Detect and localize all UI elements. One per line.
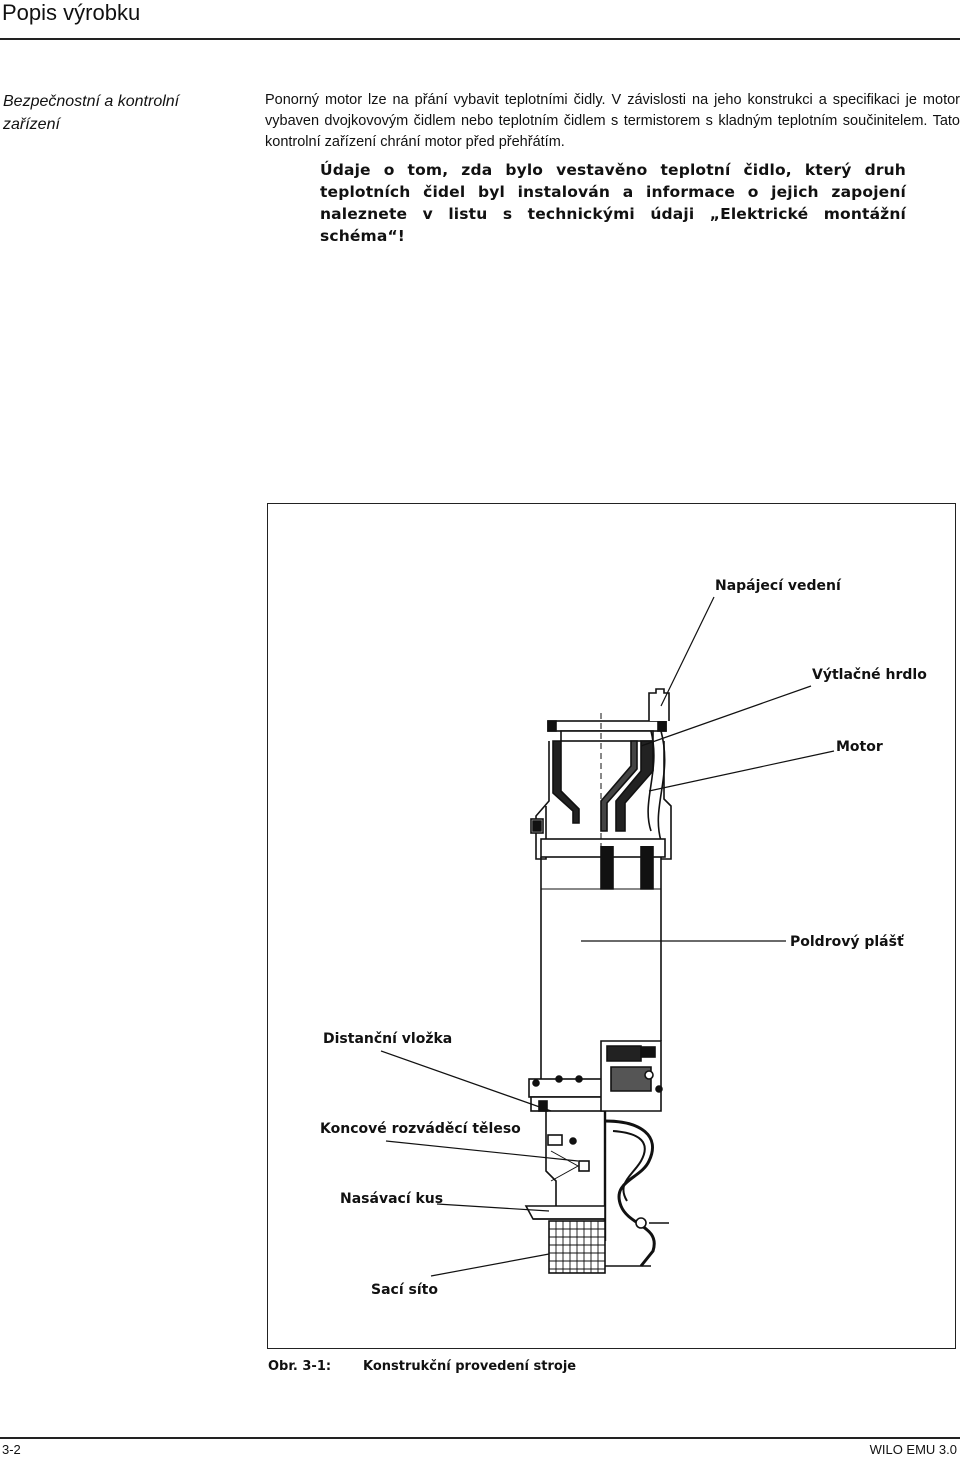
discharge-section — [530, 688, 672, 891]
document-id: WILO EMU 3.0 — [869, 1442, 957, 1457]
label-supply-line: Napájecí vedení — [715, 578, 841, 594]
label-motor-housing: Poldrový plášť — [790, 934, 904, 950]
pump-figure: Napájecí vedení Výtlačné hrdlo Motor Pol… — [267, 503, 956, 1349]
header-divider — [0, 38, 960, 40]
figure-caption-number: Obr. 3-1: — [268, 1359, 332, 1374]
motor-body — [540, 857, 662, 1091]
label-suction-piece: Nasávací kus — [340, 1191, 444, 1207]
page-number: 3-2 — [2, 1442, 21, 1457]
hydraulic-section — [524, 1040, 669, 1274]
section-heading: Bezpečnostní a kontrolní zařízení — [3, 93, 180, 133]
label-suction-strainer: Sací síto — [371, 1282, 438, 1298]
leader-lines — [380, 596, 835, 1277]
section-paragraph: Ponorný motor lze na přání vybavit teplo… — [265, 92, 960, 150]
note-paragraph: Údaje o tom, zda bylo vestavěno teplotní… — [320, 161, 906, 245]
pump-drawing — [380, 596, 835, 1277]
footer-divider — [0, 1437, 960, 1439]
label-discharge-nozzle: Výtlačné hrdlo — [812, 667, 927, 683]
label-spacer: Distanční vložka — [323, 1031, 453, 1047]
label-motor: Motor — [836, 739, 883, 755]
page-title: Popis výrobku — [2, 0, 141, 25]
figure-caption-text: Konstrukční provedení stroje — [363, 1359, 577, 1374]
label-end-distributor: Koncové rozváděcí těleso — [320, 1121, 521, 1137]
